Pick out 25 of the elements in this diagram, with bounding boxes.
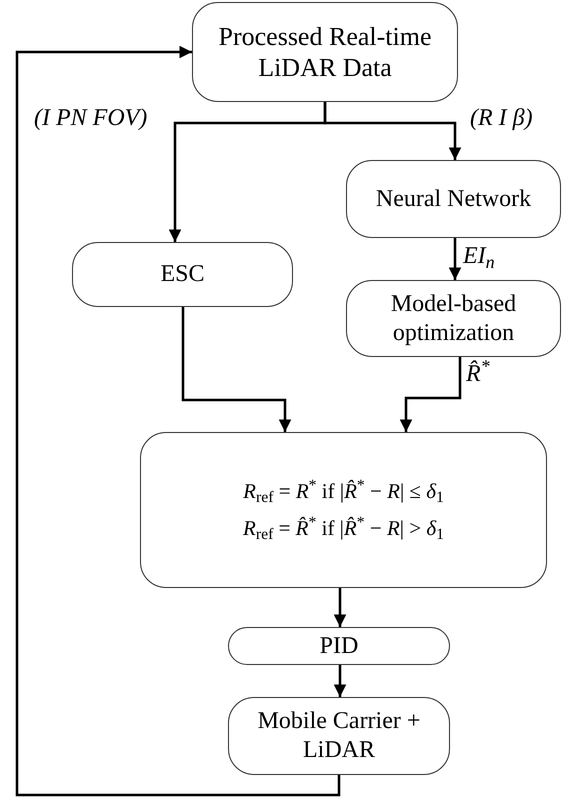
process-box: [346, 280, 561, 357]
process-box: [346, 160, 561, 238]
edge-label: EI$_{n}$: [463, 244, 495, 268]
box-label: Processed Real-time LiDAR Data: [218, 20, 432, 84]
arrow: [324, 102, 462, 160]
arrow: [182, 307, 292, 432]
process-box: [228, 697, 450, 775]
formula-text: R$_{ref}$ = R̂$^{*}$ if |R̂$^{*}$ − R| > δ$_{1}$: [242, 516, 445, 542]
process-box: [228, 627, 450, 665]
arrow: [400, 357, 462, 432]
process-box: [72, 242, 293, 307]
arrow: [334, 665, 346, 697]
condition-box: [140, 432, 547, 588]
edge-label: (R I β): [470, 106, 533, 130]
box-label: PID: [318, 632, 360, 660]
arrow: [448, 238, 462, 280]
process-box: [192, 2, 458, 102]
box-label: ESC: [159, 260, 206, 289]
arrow: [334, 588, 346, 627]
arrow: [16, 46, 340, 796]
formula-text: R$_{ref}$ = R$^{*}$ if |R̂$^{*}$ − R| ≤ δ$_{1}$: [242, 478, 445, 504]
box-label: Mobile Carrier + LiDAR: [256, 707, 422, 765]
edge-label: (I PN FOV): [34, 106, 148, 130]
box-label: Neural Network: [374, 184, 532, 214]
box-label: Model-based optimization: [390, 290, 518, 348]
